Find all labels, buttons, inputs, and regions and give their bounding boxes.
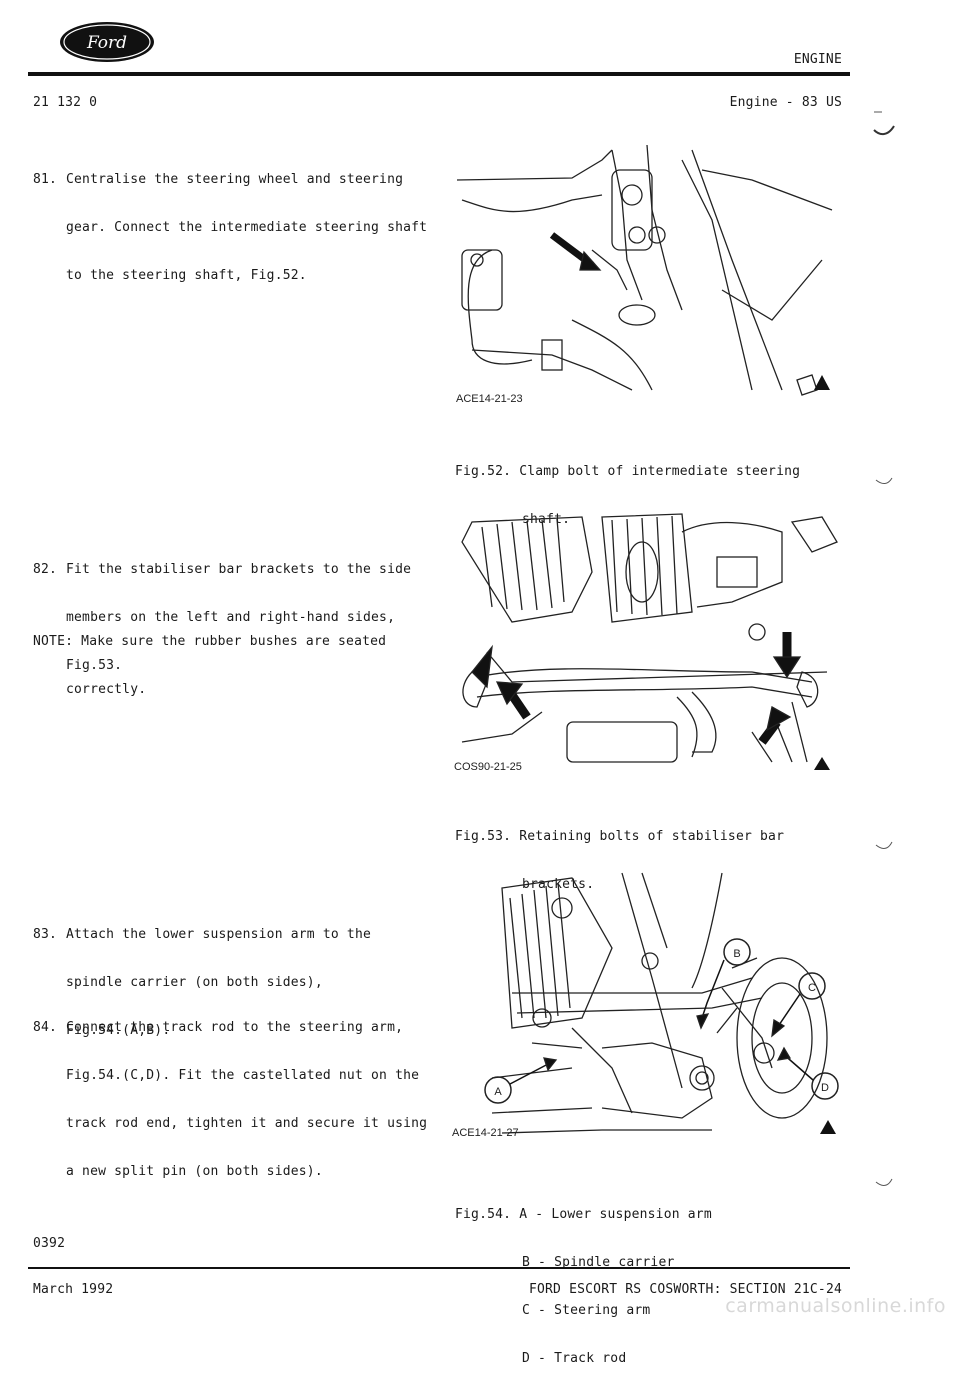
caption-number: Fig.53. xyxy=(455,829,512,844)
caption-line: B - Spindle carrier xyxy=(522,1255,675,1270)
header-rule xyxy=(28,72,850,76)
caption-54: Fig.54. A - Lower suspension arm B - Spi… xyxy=(455,1175,712,1383)
callout-a: A xyxy=(494,1086,502,1098)
figure-52: ACE14-21-23 xyxy=(452,140,842,410)
footer-title: FORD ESCORT RS COSWORTH: SECTION 21C-24 xyxy=(528,1282,842,1297)
step-83: 83. Attach the lower suspension arm to th… xyxy=(33,895,433,1055)
footer-date: March 1992 xyxy=(33,1282,114,1297)
caption-number: Fig.52. xyxy=(455,464,512,479)
step-line: spindle carrier (on both sides), xyxy=(66,975,323,990)
caption-line: C - Steering arm xyxy=(522,1303,651,1318)
step-number: 83. xyxy=(33,927,58,942)
watermark: carmanualsonline.info xyxy=(725,1295,946,1317)
step-line: Connect the track rod to the steering ar… xyxy=(66,1020,404,1035)
note: NOTE: Make sure the rubber bushes are se… xyxy=(33,602,433,714)
ford-logo-text: Ford xyxy=(86,33,127,53)
step-line: a new split pin (on both sides). xyxy=(66,1164,323,1179)
caption-line: Clamp bolt of intermediate steering xyxy=(519,464,801,479)
step-number: 81. xyxy=(33,172,58,187)
caption-52: Fig.52. Clamp bolt of intermediate steer… xyxy=(455,432,800,544)
step-line: Centralise the steering wheel and steeri… xyxy=(66,172,404,187)
step-line: Fit the stabiliser bar brackets to the s… xyxy=(66,562,412,577)
figure-54: B C A D ACE14-21-27 xyxy=(452,868,842,1140)
step-line: to the steering shaft, Fig.52. xyxy=(66,268,307,283)
step-82: 82. Fit the stabiliser bar brackets to th… xyxy=(33,530,433,690)
callout-d: D xyxy=(821,1082,829,1094)
engine-code: Engine - 83 US xyxy=(729,95,842,110)
step-line: Fig.54.(A,B). xyxy=(66,1023,171,1038)
document-number: 21 132 0 xyxy=(33,95,98,110)
note-line: correctly. xyxy=(66,682,147,697)
figure-ref: COS90-21-25 xyxy=(454,761,522,773)
figure-ref: ACE14-21-23 xyxy=(456,393,523,405)
step-line: track rod end, tighten it and secure it … xyxy=(66,1116,428,1131)
step-line: Attach the lower suspension arm to the xyxy=(66,927,372,942)
footer-rule xyxy=(28,1267,850,1269)
step-line: Fig.54.(C,D). Fit the castellated nut on… xyxy=(66,1068,420,1083)
margin-marks xyxy=(873,111,895,1186)
caption-number: Fig.54. xyxy=(455,1207,512,1222)
caption-line: D - Track rod xyxy=(522,1351,627,1366)
note-line: Make sure the rubber bushes are seated xyxy=(81,634,387,649)
caption-line: Retaining bolts of stabiliser bar xyxy=(519,829,785,844)
callout-b: B xyxy=(733,948,740,960)
page-code: 0392 xyxy=(33,1236,66,1251)
step-number: 84. xyxy=(33,1020,58,1035)
step-line: gear. Connect the intermediate steering … xyxy=(66,220,428,235)
step-line: Fig.53. xyxy=(66,658,123,673)
step-84: 84. Connect the track rod to the steering… xyxy=(33,988,433,1196)
figure-ref: ACE14-21-27 xyxy=(452,1127,519,1139)
step-line: members on the left and right-hand sides… xyxy=(66,610,396,625)
step-81: 81. Centralise the steering wheel and ste… xyxy=(33,140,433,300)
figure-53: COS90-21-25 xyxy=(452,512,842,774)
caption-line: A - Lower suspension arm xyxy=(519,1207,712,1222)
step-number: 82. xyxy=(33,562,58,577)
callout-c: C xyxy=(808,982,816,994)
note-label: NOTE: xyxy=(33,634,74,649)
ford-logo: Ford xyxy=(58,20,156,64)
section-title: ENGINE xyxy=(793,52,842,67)
